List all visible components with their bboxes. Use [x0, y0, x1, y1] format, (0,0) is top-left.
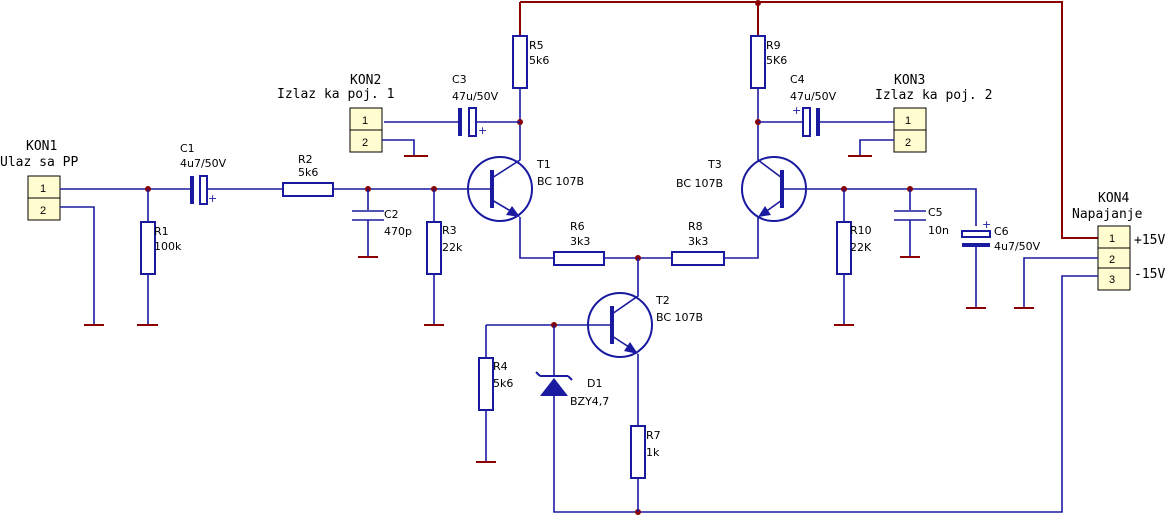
- svg-text:+: +: [478, 124, 487, 137]
- kon4-name: Napajanje: [1072, 207, 1143, 222]
- kon1-pin-2: 2: [40, 205, 46, 217]
- kon3-name: Izlaz ka poj. 2: [875, 88, 992, 103]
- kon2-name: Izlaz ka poj. 1: [277, 87, 394, 102]
- kon4-ref: KON4: [1098, 191, 1129, 206]
- t2-value: BC 107B: [656, 311, 703, 324]
- t3-value: BC 107B: [676, 177, 723, 190]
- c1-value: 4u7/50V: [180, 157, 227, 170]
- c4-value: 47u/50V: [790, 90, 837, 103]
- c2-value: 470p: [384, 225, 412, 238]
- c5-ref: C5: [928, 206, 943, 219]
- c4-ref: C4: [790, 73, 805, 86]
- kon1-pin-1: 1: [40, 183, 46, 195]
- r6-ref: R6: [570, 220, 585, 233]
- svg-text:+: +: [208, 192, 217, 205]
- r9-value: 5K6: [766, 54, 787, 67]
- kon2-pin-2: 2: [362, 137, 368, 149]
- c3-value: 47u/50V: [452, 90, 499, 103]
- r10-ref: R10: [850, 224, 872, 237]
- t3-ref: T3: [707, 158, 722, 171]
- r7-ref: R7: [646, 429, 661, 442]
- r6-value: 3k3: [570, 235, 590, 248]
- r9-ref: R9: [766, 39, 781, 52]
- r4-value: 5k6: [493, 377, 513, 390]
- kon4-pin-3: 3: [1109, 274, 1115, 286]
- c1-ref: C1: [180, 142, 195, 155]
- kon4-minus: -15V: [1134, 267, 1165, 282]
- t1-transistor: [467, 122, 554, 259]
- svg-text:+: +: [792, 104, 801, 117]
- r2-ref: R2: [298, 153, 313, 166]
- kon4-pin-2: 2: [1109, 254, 1115, 266]
- svg-text:+: +: [982, 218, 991, 231]
- r10-value: 22K: [850, 241, 872, 254]
- r1-ref: R1: [154, 225, 169, 238]
- d1-ref: D1: [587, 377, 602, 390]
- c6-ref: C6: [994, 225, 1009, 238]
- kon3-pin-2: 2: [905, 137, 911, 149]
- kon3-ref: KON3: [894, 73, 925, 88]
- t2-transistor: [486, 258, 653, 426]
- d1-value: BZY4,7: [570, 395, 609, 408]
- c5-value: 10n: [928, 224, 949, 237]
- kon1-name: Ulaz sa PP: [0, 155, 78, 170]
- kon4-pin-1: 1: [1109, 233, 1115, 245]
- top-rail: [519, 0, 1098, 239]
- r3-ref: R3: [442, 224, 457, 237]
- r8-ref: R8: [688, 220, 703, 233]
- c6-value: 4u7/50V: [994, 240, 1041, 253]
- t1-ref: T1: [536, 158, 551, 171]
- kon2-connector: 1 2 KON2 Izlaz ka poj. 1: [277, 73, 394, 153]
- r3-value: 22k: [442, 241, 463, 254]
- kon1-ref: KON1: [26, 139, 57, 154]
- kon4-connector: 1 2 3 KON4 Napajanje +15V -15V: [1072, 191, 1165, 291]
- t3-transistor: [741, 122, 850, 222]
- kon3-pin-1: 1: [905, 115, 911, 127]
- r8-value: 3k3: [688, 235, 708, 248]
- r4-ref: R4: [493, 360, 508, 373]
- r5-value: 5k6: [529, 54, 549, 67]
- kon2-ref: KON2: [350, 73, 381, 88]
- kon1-connector: 1 2 KON1 Ulaz sa PP: [0, 139, 78, 221]
- r7-value: 1k: [646, 446, 660, 459]
- c2-ref: C2: [384, 208, 399, 221]
- r1-value: 100k: [154, 240, 182, 253]
- t1-value: BC 107B: [537, 175, 584, 188]
- r2-value: 5k6: [298, 166, 318, 179]
- r5-ref: R5: [529, 39, 544, 52]
- kon3-connector: 1 2 KON3 Izlaz ka poj. 2: [875, 73, 992, 153]
- kon2-pin-1: 1: [362, 115, 368, 127]
- c3-ref: C3: [452, 73, 467, 86]
- kon4-plus: +15V: [1134, 233, 1165, 248]
- t2-ref: T2: [655, 294, 670, 307]
